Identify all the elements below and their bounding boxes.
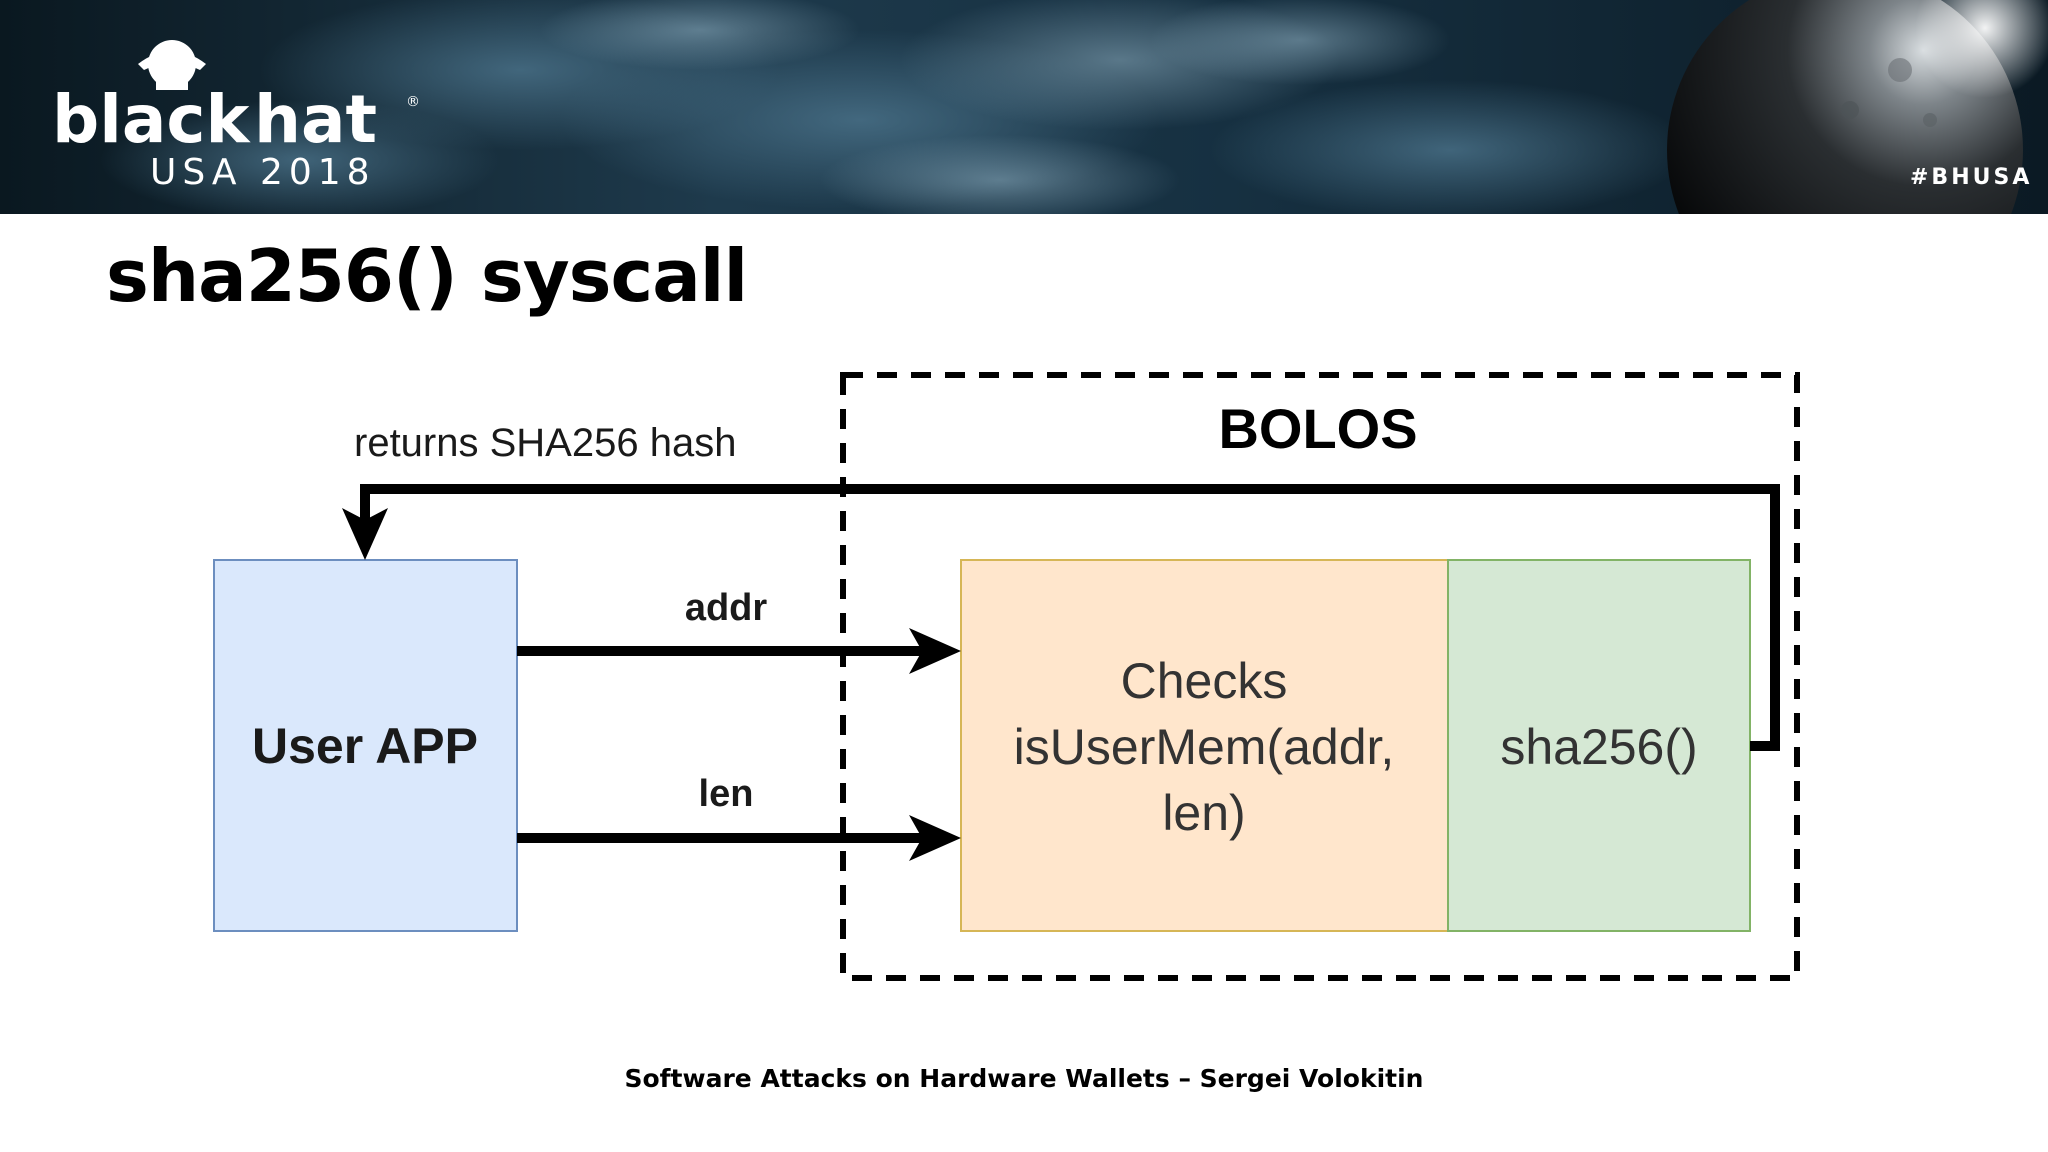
return-label: returns SHA256 hash — [354, 421, 736, 465]
return-arrowhead — [342, 508, 388, 560]
moon-icon — [1667, 0, 2048, 214]
addr-arrowhead — [909, 628, 961, 674]
len-arrowhead — [909, 815, 961, 861]
header-banner: black hat ® USA 2018 #BHUSA — [0, 0, 2048, 214]
len-label: len — [699, 773, 754, 815]
logo-subtitle: USA 2018 — [150, 152, 376, 193]
addr-label: addr — [685, 587, 768, 629]
logo-registered: ® — [406, 94, 420, 110]
slide-title: sha256() syscall — [106, 234, 748, 318]
logo-word-black: black — [52, 81, 252, 158]
logo-word-hat: hat — [254, 81, 377, 158]
checks-box — [960, 559, 1449, 932]
sha256-box — [1447, 559, 1751, 932]
hashtag: #BHUSA — [1910, 165, 2032, 190]
spy-hat-logo-icon — [138, 40, 206, 90]
footer-credit: Software Attacks on Hardware Wallets – S… — [624, 1064, 1424, 1093]
bolos-label: BOLOS — [1218, 397, 1417, 460]
return-arrow-line — [360, 484, 1780, 751]
user-app-box — [213, 559, 518, 932]
checks-line-3: len) — [1162, 785, 1245, 841]
checks-line-2: isUserMem(addr, — [1014, 719, 1395, 775]
sha256-label: sha256() — [1500, 719, 1697, 775]
user-app-label: User APP — [252, 718, 478, 774]
checks-line-1: Checks — [1121, 653, 1288, 709]
bolos-boundary — [840, 372, 1800, 981]
